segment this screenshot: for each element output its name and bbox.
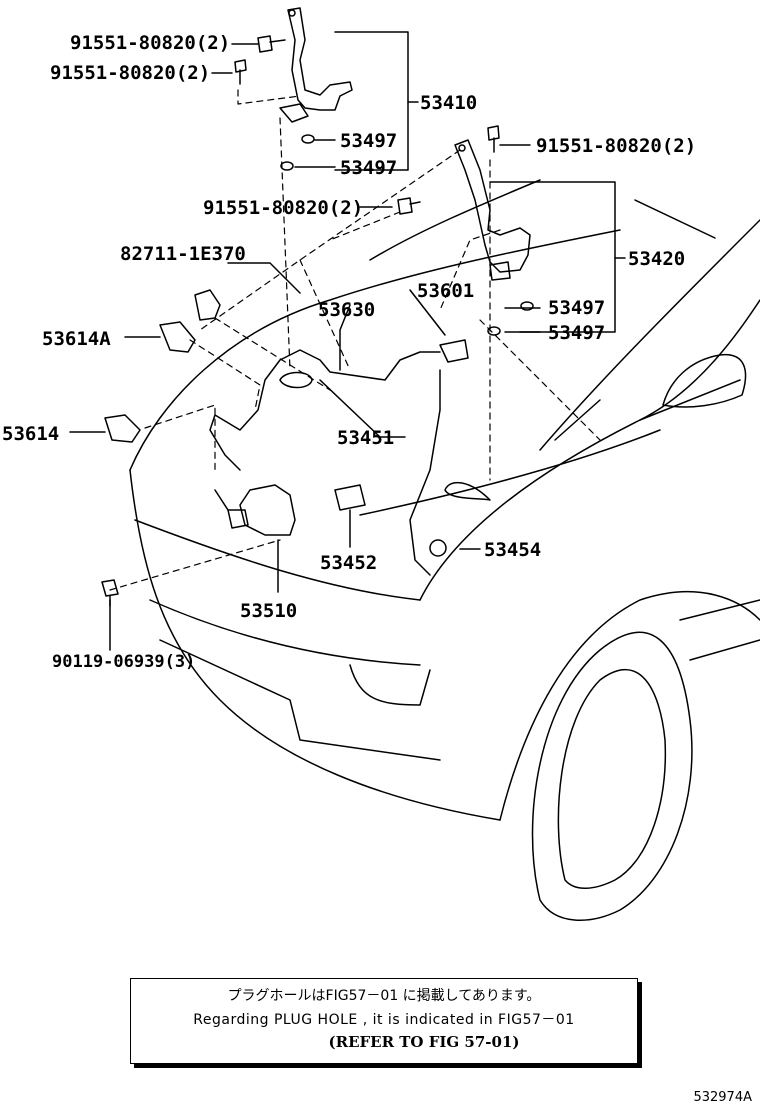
part-label: 53451 [337,427,394,449]
reference-note-box: プラグホールはFIG57－01 に掲載してあります。 Regarding PLU… [130,978,638,1064]
fasteners [101,35,534,607]
part-label: 53497 [340,130,397,152]
part-label: 91551-80820(2) [536,135,696,157]
part-label: 53614A [42,328,111,350]
hinge-53420 [454,139,531,281]
dashed-leader-lines [109,89,601,591]
figure-id: 532974A [693,1090,752,1105]
part-label: 91551-80820(2) [203,197,363,219]
vehicle-body-outline [129,179,760,921]
hood-lock-striker-53452 [334,484,366,511]
part-label: 53497 [548,322,605,344]
part-label: 53614 [2,423,59,445]
release-cable-53630 [209,339,469,576]
note-reference: (REFER TO FIG 57-01) [328,1033,520,1051]
part-label: 53410 [420,92,477,114]
part-label: 91551-80820(2) [70,32,230,54]
note-japanese: プラグホールはFIG57－01 に掲載してあります。 [227,988,541,1004]
hinge-53410 [279,7,353,123]
cable-clips [104,289,221,443]
part-label: 53497 [548,297,605,319]
part-label: 91551-80820(2) [50,62,210,84]
part-label: 82711-1E370 [120,243,246,265]
part-label: 53452 [320,552,377,574]
part-label: 53510 [240,600,297,622]
part-label: 53630 [318,299,375,321]
grommet-53454 [429,539,447,557]
part-label: 53601 [417,280,474,302]
part-label: 53420 [628,248,685,270]
note-english: Regarding PLUG HOLE , it is indicated in… [193,1012,575,1028]
part-label: 53497 [340,157,397,179]
part-label: 53454 [484,539,541,561]
hood-lock-53510 [214,484,296,536]
part-label: 90119-06939(3) [52,652,195,672]
bracket-lines [69,31,626,651]
